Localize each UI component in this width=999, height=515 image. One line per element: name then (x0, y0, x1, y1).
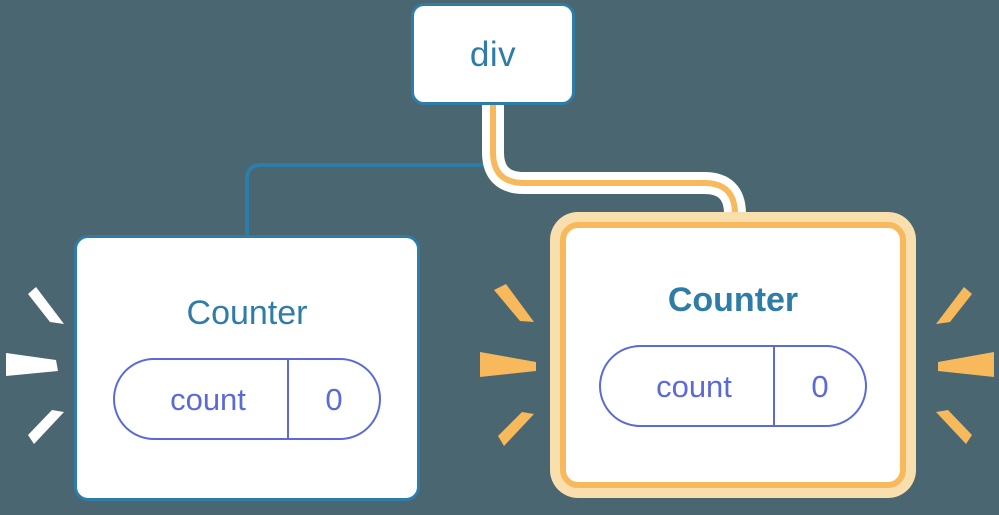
node-div[interactable]: div (411, 3, 575, 105)
state-pill-left: count 0 (113, 358, 381, 440)
edge-div-to-counter-right (490, 105, 738, 232)
node-counter-right-title: Counter (667, 281, 799, 319)
state-value-count: 0 (773, 347, 865, 425)
state-key-count: count (656, 368, 732, 404)
node-div-label: div (469, 34, 517, 74)
state-pill-right: count 0 (599, 345, 867, 427)
node-counter-left-title: Counter (186, 294, 308, 332)
node-counter-right[interactable]: Counter count 0 (560, 222, 906, 488)
edge-div-to-counter-left (245, 105, 495, 235)
edge-div-to-counter-right-halo (482, 105, 746, 230)
state-key-count: count (170, 381, 246, 417)
state-value-count: 0 (287, 360, 379, 438)
node-counter-left[interactable]: Counter count 0 (74, 235, 420, 501)
